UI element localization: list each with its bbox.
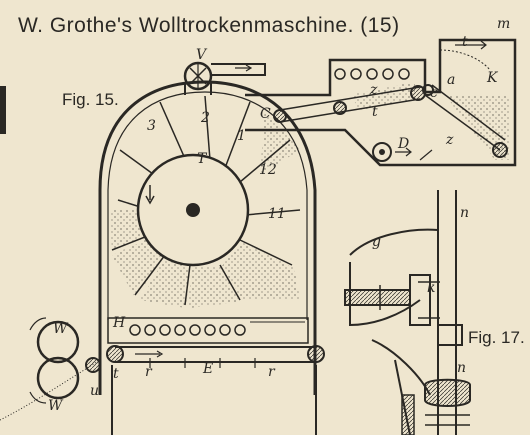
label-r-left: r: [145, 364, 153, 380]
label-paddle-1: 1: [237, 128, 246, 144]
feed-roller-bottom: [36, 356, 80, 400]
label-u: u: [90, 383, 99, 399]
feed-roller-top: [36, 320, 80, 364]
label-z-upper: z: [369, 82, 378, 98]
label-paddle-12: 12: [259, 162, 277, 178]
label-V: V: [196, 47, 208, 63]
label-t-mid: t: [372, 104, 378, 120]
label-a: a: [447, 72, 455, 88]
label-W-top: W: [53, 321, 69, 337]
left-edge-fragment: [0, 86, 6, 134]
label-paddle-11: 11: [268, 206, 286, 222]
figure-17-caption: Fig. 17.: [468, 328, 525, 347]
label-W-bottom: W: [48, 398, 64, 414]
label-n-top: n: [460, 205, 469, 221]
label-t-top: t: [462, 34, 468, 50]
upper-chamber: [245, 38, 517, 167]
label-c: c: [430, 85, 438, 101]
label-k: k: [427, 280, 435, 296]
conveyor-pulley-left: [106, 345, 124, 363]
label-T: T: [197, 151, 208, 167]
label-t-left: t: [113, 366, 119, 382]
fan-d: [372, 142, 392, 162]
label-E: E: [202, 361, 213, 377]
plate-number: (15): [360, 14, 400, 37]
figure-15-caption: Fig. 15.: [62, 90, 119, 109]
label-H: H: [112, 315, 126, 331]
label-z-lower: z: [445, 132, 454, 148]
fan-duct: [211, 63, 266, 76]
label-g: g: [372, 234, 381, 250]
label-n-bottom: n: [457, 360, 466, 376]
drum-axle: [186, 203, 200, 217]
label-D: D: [397, 136, 409, 152]
label-paddle-3: 3: [147, 118, 156, 134]
label-paddle-2: 2: [200, 110, 210, 126]
plate-title-text: W. Grothe's Wolltrockenmaschine.: [18, 14, 354, 37]
label-K: K: [486, 70, 499, 86]
label-r-right: r: [268, 364, 276, 380]
label-C: C: [260, 106, 271, 122]
upper-roller-row: [334, 68, 410, 80]
conveyor-pulley-right: [307, 345, 325, 363]
label-m: m: [497, 16, 510, 32]
bottom-roller-row: [129, 324, 246, 336]
plate-title: W. Grothe's Wolltrockenmaschine. (15): [18, 14, 400, 38]
